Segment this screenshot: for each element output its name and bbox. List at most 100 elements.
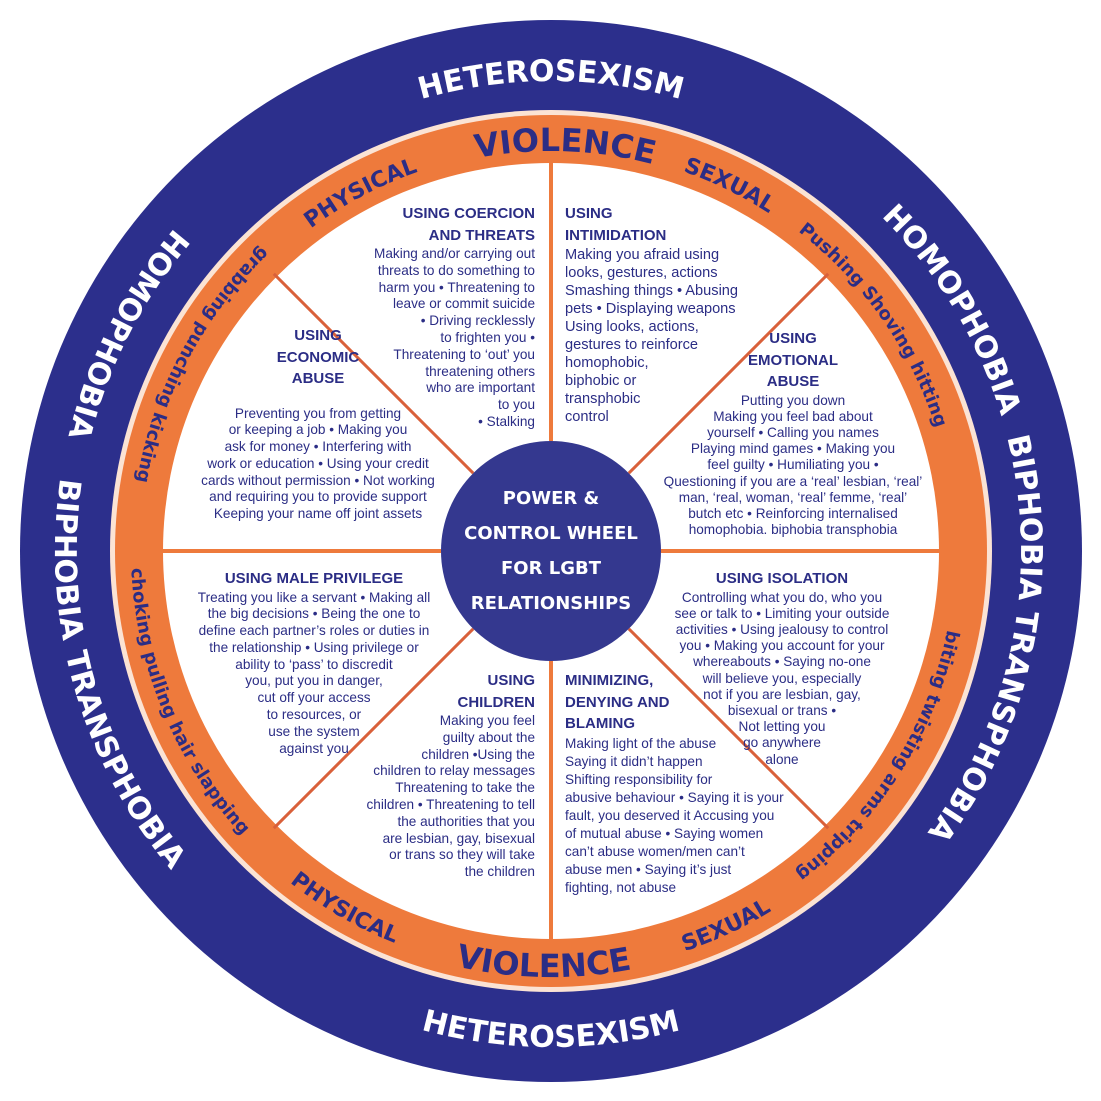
section-body-line: abuse men • Saying it’s just <box>565 861 732 877</box>
spoke-line <box>627 627 830 830</box>
section-body-line: are lesbian, gay, bisexual <box>382 830 535 846</box>
section-body-line: homophobia. biphobia transphobia <box>688 522 898 538</box>
section-heading-line: DENYING AND <box>565 693 670 711</box>
section-body-line: Making you feel <box>439 713 535 728</box>
section-body-line: alone <box>765 751 799 767</box>
section-body-line: of mutual abuse • Saying women <box>565 825 764 841</box>
section-body-line: leave or commit suicide <box>392 296 535 312</box>
section-body-line: cut off your access <box>257 690 371 706</box>
section-body-line: Saying it didn’t happen <box>565 753 703 769</box>
section-body-line: Making and/or carrying out <box>374 246 535 261</box>
section-body-line: threatening others <box>425 363 535 379</box>
section-heading-line: EMOTIONAL <box>748 351 838 369</box>
center-title-line: RELATIONSHIPS <box>470 593 632 614</box>
section-body-line: ask for money • Interfering with <box>224 439 412 455</box>
section-body-line: to resources, or <box>266 707 362 723</box>
section-body-line: Threatening to ‘out’ you <box>393 346 535 362</box>
section-body-line: Questioning if you are a ‘real’ lesbian,… <box>663 473 923 489</box>
section-body-line: feel guilty • Humiliating you • <box>707 457 879 473</box>
section-body-line: yourself • Calling you names <box>707 424 879 440</box>
spoke-line <box>272 627 475 830</box>
spokes <box>159 159 943 943</box>
spoke-line <box>627 272 830 475</box>
section-body-line: Playing mind games • Making you <box>690 441 896 457</box>
section-body-line: threats to do something to <box>377 262 535 278</box>
section-heading-line: BLAMING <box>565 715 635 732</box>
section-body-line: cards without permission • Not working <box>201 472 435 488</box>
section-body-line: not if you are lesbian, gay, <box>703 686 861 702</box>
section-body-line: you • Making you account for your <box>679 638 885 654</box>
section-body-line: Threatening to take the <box>395 780 535 796</box>
section-body-line: Making you afraid using <box>565 247 720 263</box>
center-hub <box>441 441 661 661</box>
section-body-line: go anywhere <box>743 735 821 751</box>
section-heading-line: MINIMIZING, <box>565 672 654 689</box>
section-body-line: to frighten you • <box>440 329 535 345</box>
section-body-line: fighting, not abuse <box>565 879 677 895</box>
section-body-line: children •Using the <box>421 746 535 762</box>
spoke-line <box>272 272 475 475</box>
center-title: POWER & CONTROL WHEEL FOR LGBT RELATIONS… <box>441 441 661 661</box>
section-body-line: whereabouts • Saying no-one <box>693 654 871 670</box>
section-heading-line: USING MALE PRIVILEGE <box>224 570 404 587</box>
section-body-line: Controlling what you do, who you <box>681 589 883 605</box>
section-body-line: guilty about the <box>442 729 535 745</box>
center-title-line: CONTROL WHEEL <box>464 523 638 544</box>
section-body-line: and requiring you to provide support <box>209 489 427 505</box>
section-body-line: man, ‘real, woman, ‘real’ femme, ‘real’ <box>678 489 908 505</box>
section-heading-line: CHILDREN <box>457 693 536 711</box>
section-body-line: or trans so they will take <box>389 847 535 863</box>
section-heading-line: USING <box>487 672 535 689</box>
spacer <box>178 390 458 406</box>
section-body-line: children • Threatening to tell <box>366 796 536 812</box>
section-body-line: who are important <box>426 380 535 396</box>
section-minimizing-denying-blaming: MINIMIZING, DENYING AND BLAMING Making ligh… <box>565 670 784 897</box>
section-body-line: Keeping your name off joint assets <box>213 506 423 522</box>
section-body-line: Using looks, actions, <box>565 319 699 335</box>
section-body-line: control <box>565 409 609 425</box>
section-body-line: Making light of the abuse <box>565 735 717 751</box>
section-body-line: use the system <box>268 723 360 739</box>
section-body-line: Preventing you from getting <box>234 405 402 421</box>
section-body-line: looks, gestures, actions <box>565 265 718 281</box>
section-body-line: to you <box>497 397 535 413</box>
section-body-line: you, put you in danger, <box>245 673 383 689</box>
section-body-line: butch etc • Reinforcing internalised <box>688 505 898 521</box>
section-heading-line: USING <box>565 205 613 222</box>
section-heading-line: USING COERCION <box>402 205 535 222</box>
section-body-line: Making you feel bad about <box>713 408 873 424</box>
section-body-line: the big decisions • Being the one to <box>207 606 421 622</box>
section-body-line: the authorities that you <box>397 813 535 829</box>
section-body-line: Treating you like a servant • Making all <box>197 589 431 605</box>
section-body-line: the children <box>464 864 535 880</box>
section-body-line: Not letting you <box>738 719 826 735</box>
section-body-line: can’t abuse women/men can’t <box>565 843 745 859</box>
section-body-line: biphobic or <box>565 373 637 389</box>
section-body-line: the relationship • Using privilege or <box>209 639 419 655</box>
section-body-line: work or education • Using your credit <box>207 455 429 471</box>
section-heading-line: ECONOMIC <box>276 348 360 366</box>
center-title-line: POWER & <box>502 488 600 509</box>
section-body-line: pets • Displaying weapons <box>565 301 736 317</box>
section-male-privilege: USING MALE PRIVILEGE Treating you like a … <box>176 568 452 757</box>
section-heading-line: ABUSE <box>766 373 820 390</box>
section-body-line: abusive behaviour • Saying it is your <box>565 789 784 805</box>
section-body-line: • Driving recklessly <box>420 313 535 329</box>
section-heading-line: USING <box>769 330 817 347</box>
section-body-line: against you <box>279 740 349 756</box>
section-body-line: homophobic, <box>565 355 649 371</box>
section-body-line: • Stalking <box>478 413 535 429</box>
section-body-line: see or talk to • Limiting your outside <box>674 605 890 621</box>
section-isolation: USING ISOLATION Controlling what you do, … <box>662 568 902 768</box>
section-heading-line: USING <box>294 327 342 344</box>
section-body-line: fault, you deserved it Accusing you <box>565 807 775 823</box>
section-heading-line: USING ISOLATION <box>715 570 849 587</box>
section-body-line: bisexual or trans • <box>727 702 837 718</box>
section-body-line: transphobic <box>565 391 641 407</box>
